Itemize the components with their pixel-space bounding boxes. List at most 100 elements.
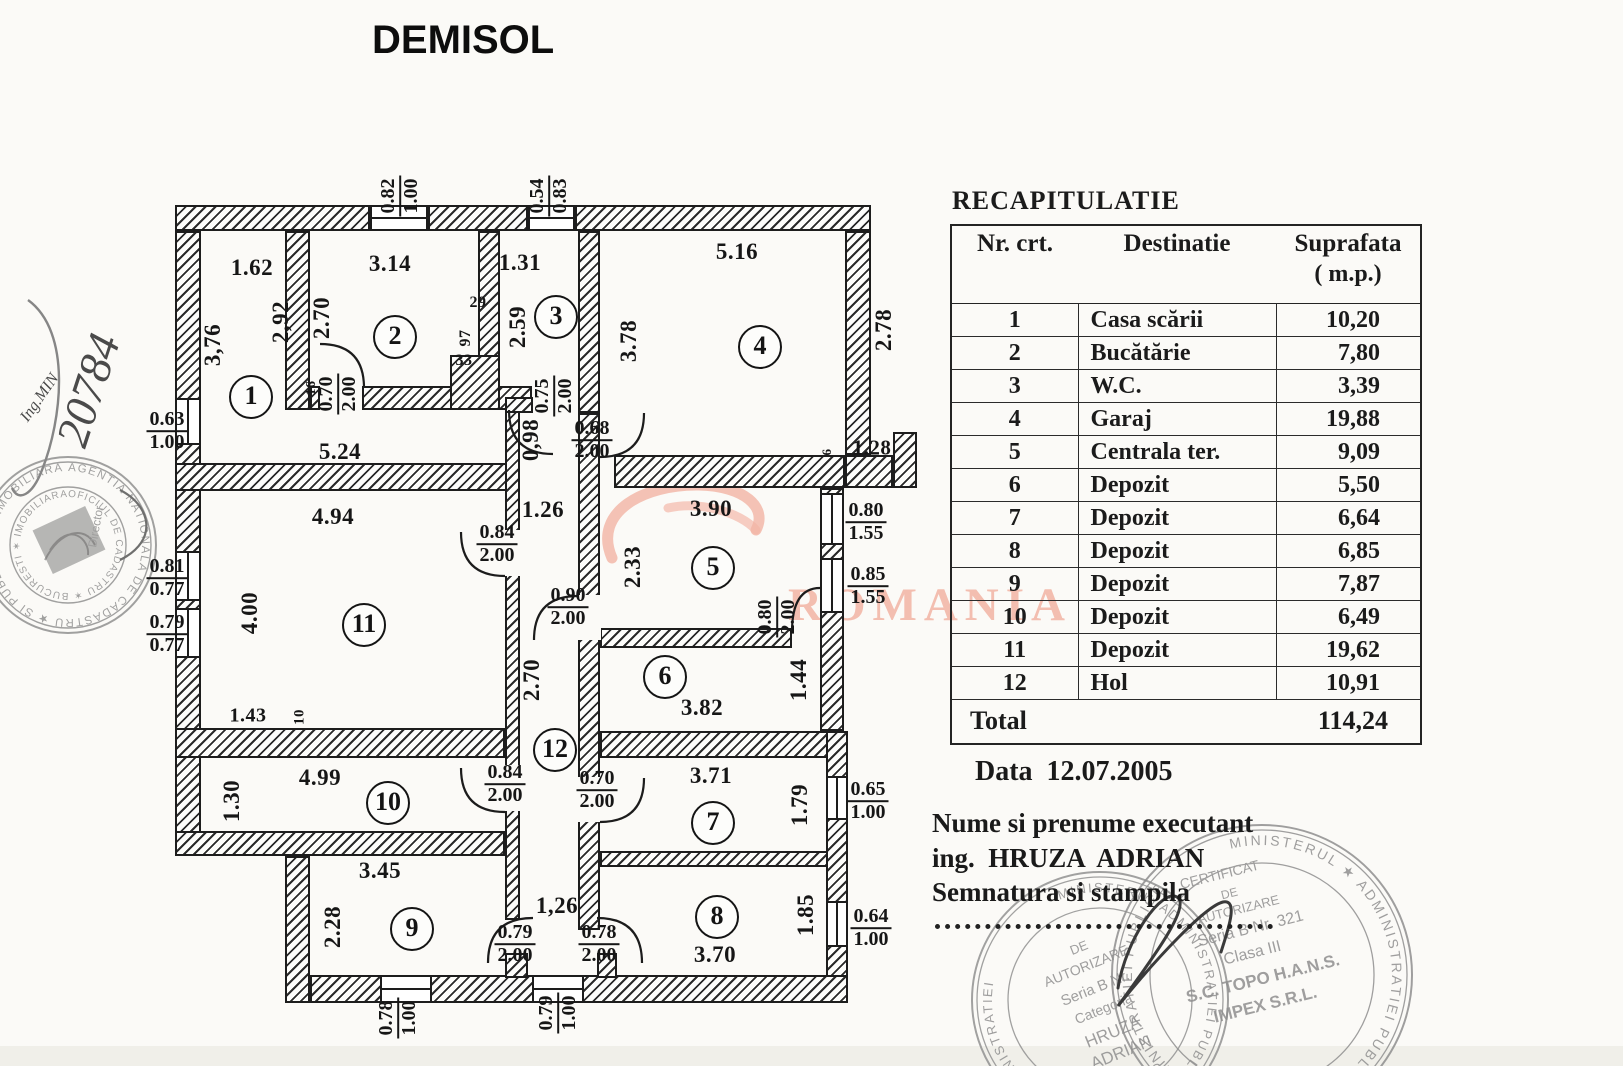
wall-segment xyxy=(362,386,532,410)
table-cell: Centrala ter. xyxy=(1078,435,1277,469)
dimension-label: 29 xyxy=(469,294,487,311)
table-cell: 6,85 xyxy=(1338,537,1380,564)
room-number-circle: 9 xyxy=(390,907,434,951)
table-cell: Depozit xyxy=(1078,633,1277,667)
window-symbol xyxy=(370,205,428,231)
dimension-label: 1.44 xyxy=(786,658,811,702)
table-cell: 8 xyxy=(951,534,1079,568)
table-cell: 9,09 xyxy=(1338,438,1380,465)
dimension-label: 97 xyxy=(457,329,474,347)
table-cell: Depozit xyxy=(1078,600,1277,634)
room-number-circle: 11 xyxy=(342,603,386,647)
wall-segment xyxy=(428,205,528,231)
window-symbol xyxy=(820,493,844,545)
wall-segment xyxy=(175,463,520,491)
window-symbol xyxy=(820,558,844,613)
dimension-label: 1.31 xyxy=(498,250,542,275)
dimension-label: 3.45 xyxy=(358,858,402,883)
table-cell: 1 xyxy=(951,303,1079,337)
engineer-name: ing. HRUZA ADRIAN xyxy=(932,843,1205,873)
table-header-row: Nr. crt. Destinatie Suprafata ( m.p.) xyxy=(951,225,1421,304)
window-symbol xyxy=(380,975,432,1003)
dimension-label: 2.59 xyxy=(505,305,530,349)
wall-segment xyxy=(845,231,871,455)
wall-segment xyxy=(578,231,600,413)
table-cell: 9 xyxy=(951,567,1079,601)
dimension-label: 2,92 xyxy=(268,300,293,344)
table-cell: 11 xyxy=(951,633,1079,667)
table-cell: 12 xyxy=(951,666,1079,700)
table-cell: Depozit xyxy=(1078,567,1277,601)
wall-segment xyxy=(285,231,310,410)
col-header-destinatie: Destinatie xyxy=(1123,230,1231,257)
door-gap xyxy=(504,530,521,576)
dimension-label: 3.70 xyxy=(693,942,737,967)
dimension-label: 6 xyxy=(819,448,834,456)
total-label: Total xyxy=(970,706,1027,736)
table-total-row: Total 114,24 xyxy=(951,700,1421,744)
table-cell: 19,88 xyxy=(1326,405,1380,432)
col-header-unit: ( m.p.) xyxy=(1314,261,1382,287)
col-header-nr: Nr. crt. xyxy=(976,230,1054,257)
table-cell: 3,39 xyxy=(1338,372,1380,399)
dimension-label: 3,76 xyxy=(200,323,225,367)
table-cell: 6,64 xyxy=(1338,504,1380,531)
wall-segment xyxy=(575,205,871,231)
table-cell: 7,80 xyxy=(1338,339,1380,366)
table-cell: W.C. xyxy=(1078,369,1277,403)
room-number-circle: 3 xyxy=(534,295,578,339)
wall-segment xyxy=(600,628,792,648)
wall-segment xyxy=(310,386,320,410)
executant-line: Nume si prenume executant xyxy=(932,808,1254,838)
table-cell: Depozit xyxy=(1078,534,1277,568)
dimension-label: 5.24 xyxy=(318,439,362,464)
dimension-label: 1,26 xyxy=(535,893,579,918)
table-cell: 5,50 xyxy=(1338,471,1380,498)
col-header-suprafata: Suprafata ( m.p.) xyxy=(1276,225,1421,304)
date-line: Data 12.07.2005 xyxy=(975,756,1173,787)
room-number-circle: 6 xyxy=(643,655,687,699)
dimension-label: 1.85 xyxy=(793,893,818,937)
window-symbol xyxy=(826,901,848,947)
wall-segment xyxy=(175,205,370,231)
window-symbol xyxy=(826,776,848,820)
dimension-label: 33 xyxy=(455,352,473,369)
table-cell: 7,87 xyxy=(1338,570,1380,597)
dimension-label: 3.78 xyxy=(616,319,641,363)
dimension-label: 2.78 xyxy=(871,308,896,352)
table-cell: Depozit xyxy=(1078,501,1277,535)
wall-segment xyxy=(175,728,505,758)
dimension-label: 0,98 xyxy=(518,418,543,462)
table-title: RECAPITULATIE xyxy=(952,186,1180,215)
table-cell: 10,20 xyxy=(1326,306,1380,333)
table-cell: Bucătărie xyxy=(1078,336,1277,370)
dimension-label: 4.00 xyxy=(237,591,262,635)
room-number-circle: 12 xyxy=(533,728,577,772)
room-number-circle: 4 xyxy=(738,325,782,369)
table-cell: 7 xyxy=(951,501,1079,535)
window-symbol xyxy=(175,608,201,658)
